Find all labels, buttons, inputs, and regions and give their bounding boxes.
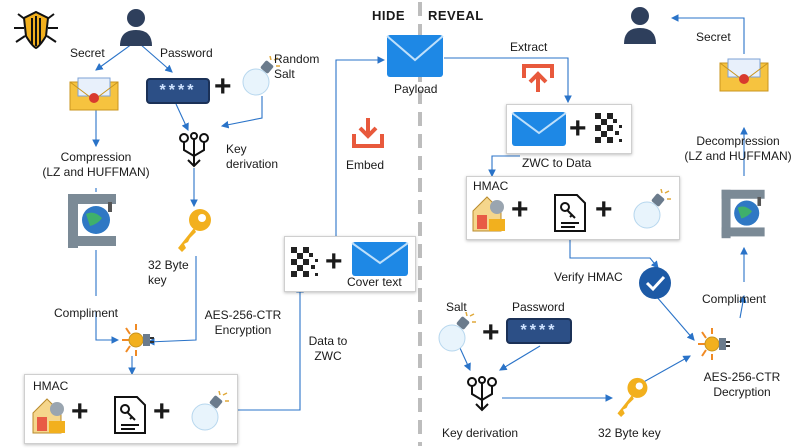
decompression-machine-icon bbox=[721, 189, 765, 239]
password-label: Password bbox=[160, 46, 213, 60]
payload-envelope-icon bbox=[386, 35, 444, 77]
embed-icon bbox=[352, 118, 384, 148]
cipher-gear-icon bbox=[698, 328, 730, 360]
hide-header: HIDE bbox=[372, 8, 406, 23]
noise-data-icon bbox=[291, 247, 318, 277]
checkmark-icon bbox=[639, 267, 671, 299]
cover-text-label: Cover text bbox=[347, 275, 402, 289]
compression-label: Compression (LZ and HUFFMAN) bbox=[42, 150, 150, 179]
envelope-icon bbox=[511, 112, 567, 146]
noise-data-icon bbox=[595, 113, 622, 143]
user-icon bbox=[120, 9, 152, 46]
house-lock-icon bbox=[472, 196, 505, 232]
key-32-label: 32 Byte key bbox=[598, 426, 661, 440]
salt-bulb-icon bbox=[633, 189, 671, 229]
cipher-gear-icon bbox=[122, 324, 154, 356]
compliment-label: Compliment bbox=[702, 292, 767, 306]
key-32-label: 32 Byte key bbox=[148, 258, 189, 287]
password-field-icon: **** bbox=[506, 318, 572, 344]
salt-bulb-icon bbox=[242, 56, 280, 96]
certificate-key-icon bbox=[114, 396, 146, 434]
aes-encryption-label: AES-256-CTR Encryption bbox=[204, 308, 282, 337]
house-lock-icon bbox=[32, 398, 65, 434]
zwc-to-data-label: ZWC to Data bbox=[522, 156, 592, 170]
key-derivation-label: Key derivation bbox=[442, 426, 519, 440]
aes-decryption-label: AES-256-CTR Decryption bbox=[703, 370, 781, 399]
cover-text-box: + Cover text bbox=[284, 236, 416, 292]
plus-sign: + bbox=[214, 70, 232, 103]
salt-bulb-icon bbox=[438, 312, 476, 352]
verify-hmac-label: Verify HMAC bbox=[554, 270, 623, 284]
plus-sign: + bbox=[482, 316, 500, 349]
secret-envelope-icon bbox=[69, 77, 119, 111]
secret-label: Secret bbox=[70, 46, 105, 60]
data-to-zwc-label: Data to ZWC bbox=[308, 334, 348, 363]
salt-label: Salt bbox=[446, 300, 467, 314]
plus-sign: + bbox=[325, 245, 343, 278]
certificate-key-icon bbox=[554, 194, 586, 232]
hmac-box-reveal: HMAC + + bbox=[466, 176, 680, 240]
password-mask: **** bbox=[159, 82, 197, 99]
password-label: Password bbox=[512, 300, 565, 314]
hmac-box-hide: HMAC + + bbox=[24, 374, 238, 444]
key-derivation-icon bbox=[179, 132, 209, 168]
hmac-label: HMAC bbox=[33, 379, 69, 393]
envelope-icon bbox=[351, 242, 409, 276]
extract-icon bbox=[522, 64, 554, 92]
shield-bug-logo-icon bbox=[14, 10, 58, 50]
password-mask: **** bbox=[520, 322, 558, 339]
plus-sign: + bbox=[595, 193, 613, 226]
embed-label: Embed bbox=[346, 158, 385, 172]
secret-label: Secret bbox=[696, 30, 731, 44]
key-derivation-label: Key derivation bbox=[226, 142, 279, 171]
random-salt-label: Random Salt bbox=[274, 52, 320, 81]
compression-machine-icon bbox=[68, 194, 116, 248]
plus-sign: + bbox=[569, 112, 587, 145]
compliment-label: Compliment bbox=[54, 306, 119, 320]
payload-label: Payload bbox=[394, 82, 438, 96]
decompression-label: Decompression (LZ and HUFFMAN) bbox=[684, 134, 792, 163]
extract-label: Extract bbox=[510, 40, 548, 54]
secret-envelope-icon bbox=[719, 58, 769, 92]
plus-sign: + bbox=[71, 395, 89, 428]
salt-bulb-icon bbox=[191, 391, 229, 431]
plus-sign: + bbox=[153, 395, 171, 428]
user-icon bbox=[624, 7, 656, 44]
key-icon bbox=[617, 377, 648, 417]
password-field-icon: **** bbox=[146, 78, 210, 104]
plus-sign: + bbox=[511, 193, 529, 226]
reveal-header: REVEAL bbox=[428, 8, 484, 23]
key-icon bbox=[178, 209, 211, 252]
extracted-box: + bbox=[506, 104, 632, 154]
hmac-label: HMAC bbox=[473, 179, 509, 193]
key-derivation-icon bbox=[467, 376, 497, 412]
